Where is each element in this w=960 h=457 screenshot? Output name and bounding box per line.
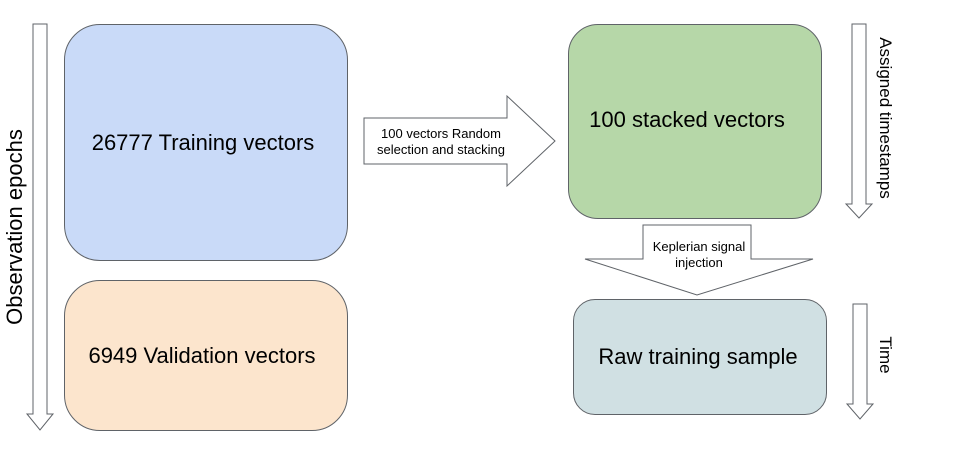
observation-epochs-label: Observation epochs xyxy=(2,129,27,325)
keplerian-injection-line-1: Keplerian signal xyxy=(652,239,746,254)
raw-training-sample-box: Raw training sample xyxy=(573,299,827,415)
validation-vectors-label: 6949 Validation vectors xyxy=(88,342,316,368)
observation-epochs-arrow xyxy=(25,23,55,431)
random-selection-text: 100 vectors Random selection and stackin… xyxy=(366,126,516,158)
assigned-timestamps-label: Assigned timestamps xyxy=(876,37,895,199)
stacked-vectors-label: 100 stacked vectors xyxy=(589,107,785,132)
training-vectors-label: 26777 Training vectors xyxy=(91,129,315,155)
assigned-timestamps-arrow xyxy=(844,23,874,219)
random-selection-arrow xyxy=(363,94,556,188)
random-selection-line-2: selection and stacking xyxy=(377,142,505,157)
time-arrow xyxy=(845,303,875,420)
keplerian-injection-text: Keplerian signal injection xyxy=(640,239,758,271)
validation-vectors-box: 6949 Validation vectors xyxy=(64,280,348,431)
keplerian-injection-line-2: injection xyxy=(675,255,723,270)
raw-training-sample-label: Raw training sample xyxy=(598,344,798,369)
time-label: Time xyxy=(876,336,895,374)
keplerian-injection-arrow xyxy=(584,224,814,296)
training-vectors-box: 26777 Training vectors xyxy=(64,24,348,261)
stacked-vectors-box: 100 stacked vectors xyxy=(568,24,822,219)
random-selection-line-1: 100 vectors Random xyxy=(381,126,501,141)
